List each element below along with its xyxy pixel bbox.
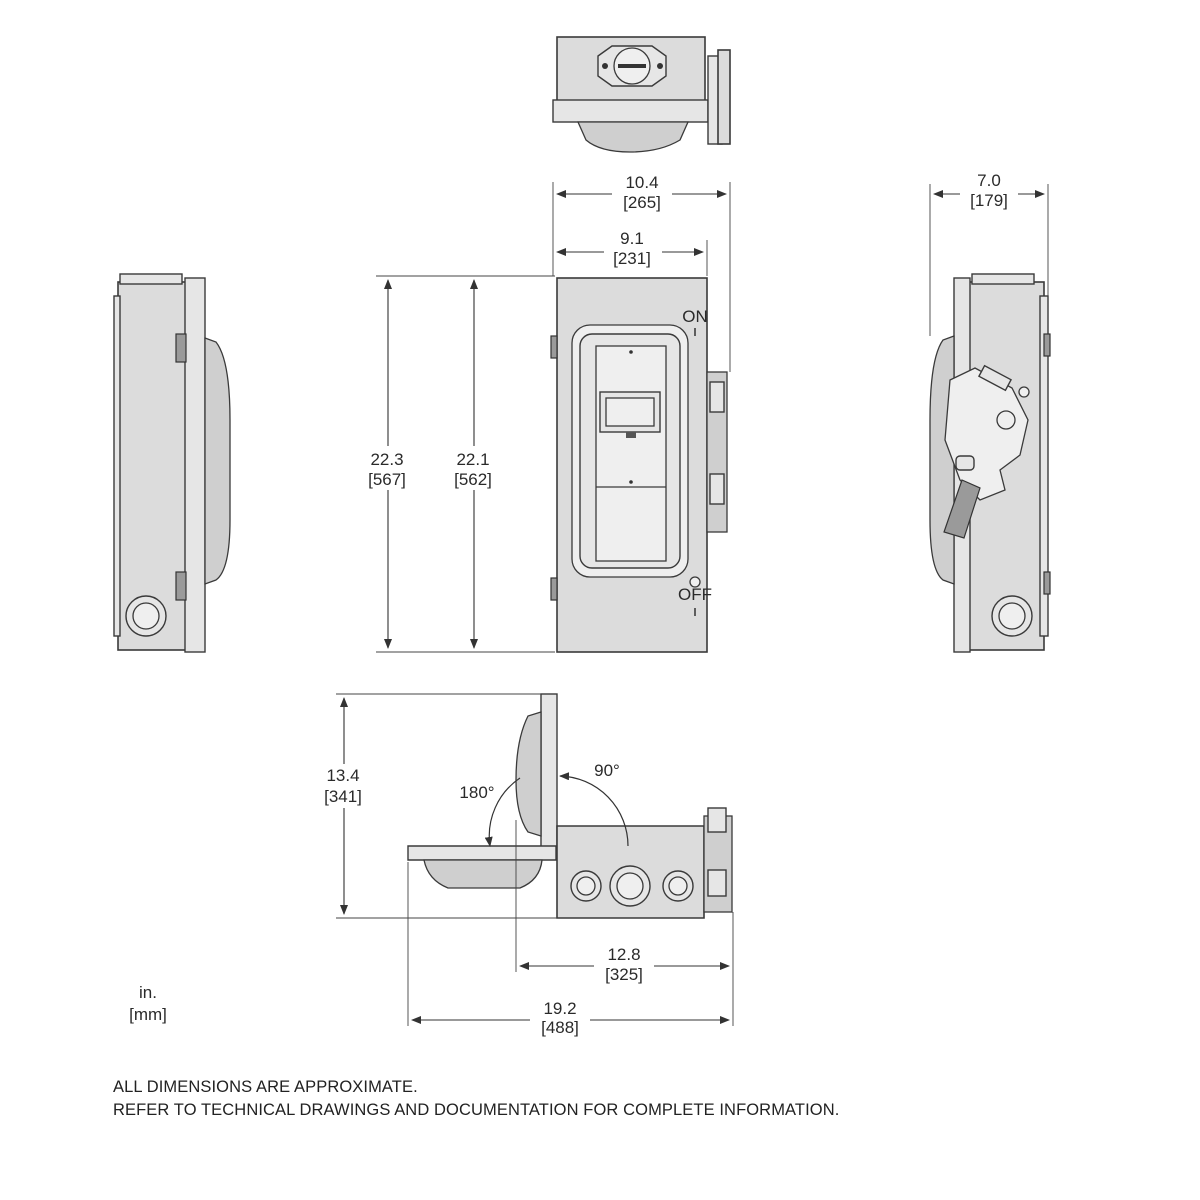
top-view (552, 36, 731, 153)
dimension-labels: 10.4 [265] 9.1 [231] 7.0 [179] 22.3 [567… (129, 168, 1018, 1040)
top-width-in: 10.4 (625, 173, 658, 192)
open-overall-depth-mm: [488] (541, 1018, 579, 1037)
door-open-height-mm: [341] (324, 787, 362, 806)
side-depth-mm: [179] (970, 191, 1008, 210)
open-depth-in: 12.8 (607, 945, 640, 964)
body-height-mm: [562] (454, 470, 492, 489)
handle-on-label: ON (682, 307, 708, 326)
front-view (550, 277, 728, 653)
handle-off-label: OFF (678, 585, 712, 604)
left-side-view (113, 273, 231, 653)
units-inches: in. (139, 983, 157, 1002)
note-refer: REFER TO TECHNICAL DRAWINGS AND DOCUMENT… (113, 1101, 840, 1119)
open-depth-mm: [325] (605, 965, 643, 984)
open-door-view (407, 693, 733, 919)
overall-height-mm: [567] (368, 470, 406, 489)
open-overall-depth-in: 19.2 (543, 999, 576, 1018)
inner-width-in: 9.1 (620, 229, 644, 248)
top-width-mm: [265] (623, 193, 661, 212)
swing-90-label: 90° (594, 761, 620, 780)
body-height-in: 22.1 (456, 450, 489, 469)
swing-180-label: 180° (459, 783, 494, 802)
door-open-height-in: 13.4 (326, 766, 359, 785)
right-side-view (929, 273, 1051, 653)
units-millimeters: [mm] (129, 1005, 167, 1024)
side-depth-in: 7.0 (977, 171, 1001, 190)
overall-height-in: 22.3 (370, 450, 403, 469)
note-approximate: ALL DIMENSIONS ARE APPROXIMATE. (113, 1078, 418, 1096)
inner-width-mm: [231] (613, 249, 651, 268)
